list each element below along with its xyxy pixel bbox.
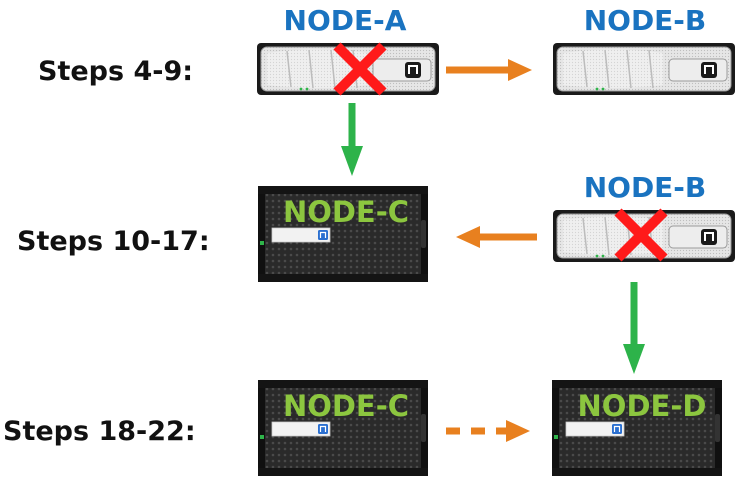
stage-3-dashed-orange-arrow-right <box>446 420 530 442</box>
stage-1-node-b-legacy-controller-chassis-icon <box>552 42 736 96</box>
stage-1-node-a-title: NODE-A <box>284 4 407 37</box>
stage-3-node-d-title: NODE-D <box>578 389 707 423</box>
stage-3-node-c-title: NODE-C <box>283 389 409 423</box>
stage-2-green-arrow-down <box>623 282 645 374</box>
stage-1-label: Steps 4-9: <box>38 56 193 87</box>
stage-1-green-arrow-down <box>341 103 363 176</box>
stage-2-node-b-title: NODE-B <box>584 171 707 204</box>
stage-1-node-b-title: NODE-B <box>584 4 707 37</box>
stage-1-orange-arrow-right <box>446 59 532 81</box>
stage-3-label: Steps 18-22: <box>3 416 196 447</box>
stage-2-orange-arrow-left <box>456 226 537 248</box>
stage-2-node-c-title: NODE-C <box>283 195 409 229</box>
stage-2-label: Steps 10-17: <box>17 226 210 257</box>
